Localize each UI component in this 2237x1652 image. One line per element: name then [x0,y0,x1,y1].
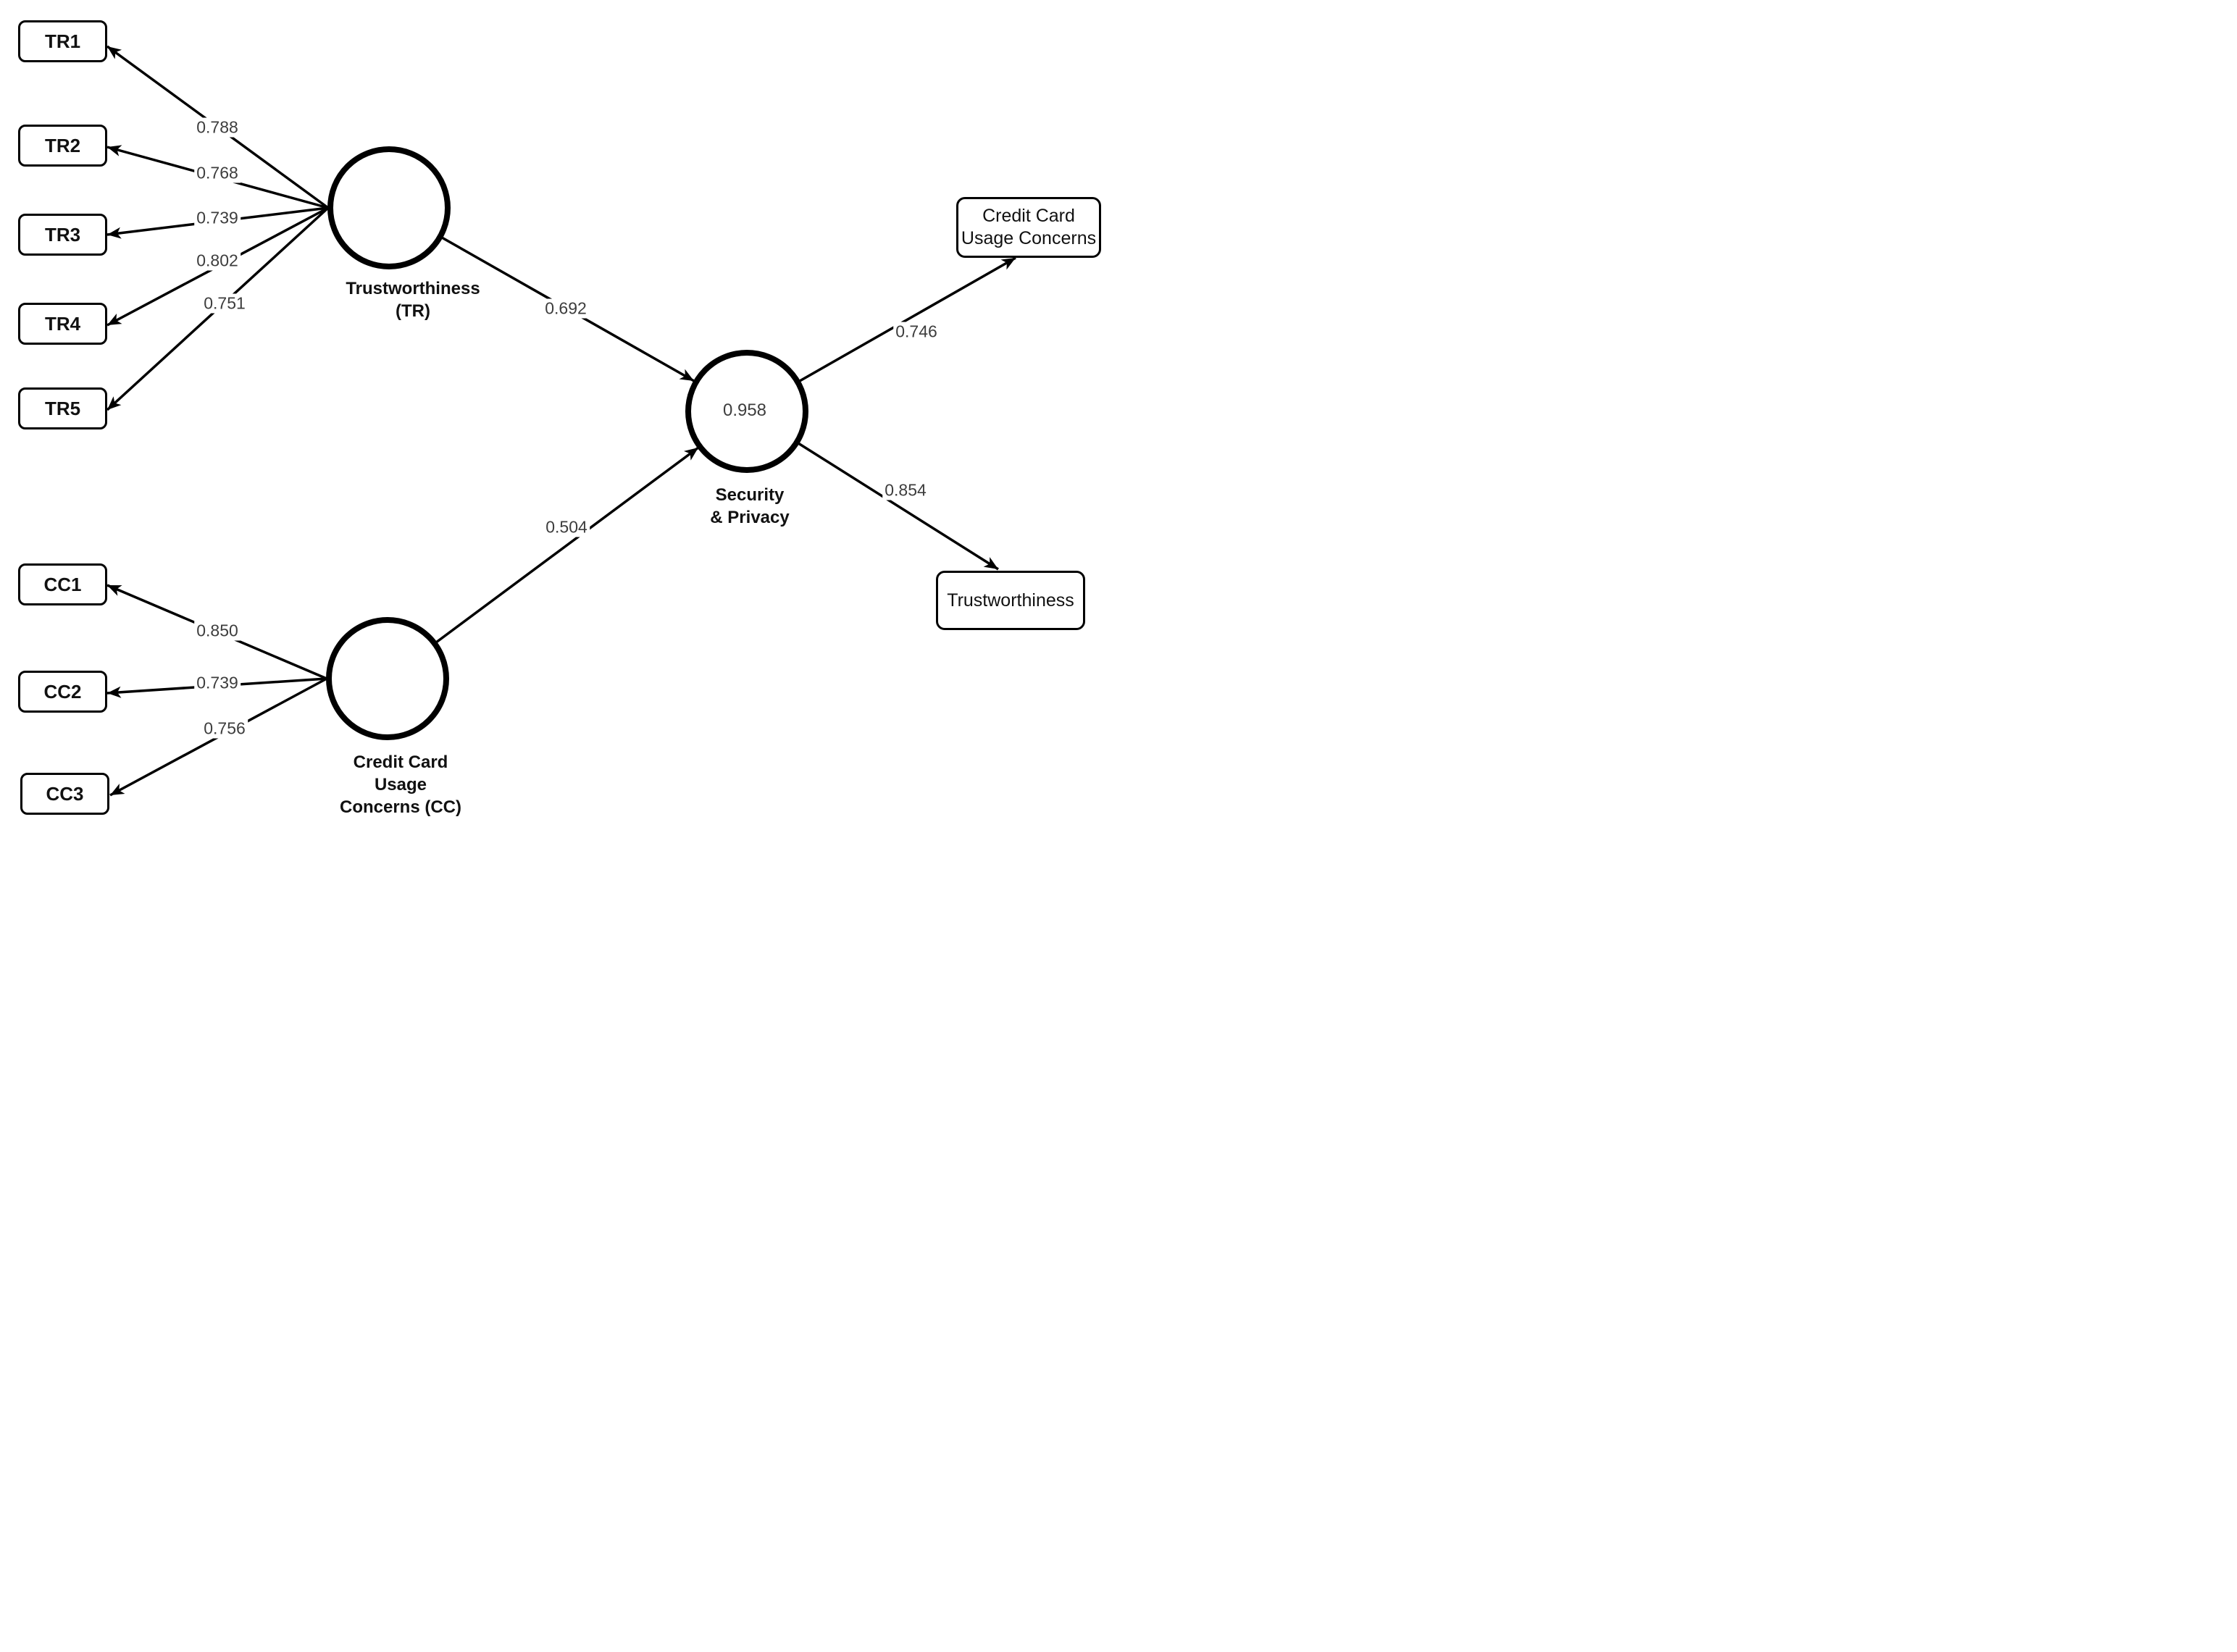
outcome-label-ccout-line2: Usage Concerns [961,228,1097,248]
outcome-box-trustworthiness: Trustworthiness [936,571,1085,630]
loading-label-tr3: 0.739 [194,208,241,228]
latent-label-credit-card-usage-line3: Concerns (CC) [339,797,462,817]
edge-cc-to-sp [435,446,700,644]
latent-label-trustworthiness-line1: Trustworthiness [346,279,480,298]
outcome-label-trout-line1: Trustworthiness [947,590,1074,611]
edge-sp-to-trout [798,442,999,571]
indicator-label-tr4: TR4 [44,312,81,335]
indicator-box-cc1: CC1 [18,563,107,605]
indicator-box-cc2: CC2 [18,671,107,713]
latent-label-credit-card-usage-line1: Credit Card [353,752,448,772]
indicator-box-tr2: TR2 [18,125,107,167]
indicator-label-cc3: CC3 [46,782,84,805]
edges-layer [106,45,1016,797]
latent-circle-credit-card-usage [326,617,449,740]
indicator-label-cc1: CC1 [43,573,82,595]
indicator-label-cc2: CC2 [43,680,82,703]
latent-label-trustworthiness: Trustworthiness (TR) [346,277,480,322]
latent-circle-security-privacy [685,350,808,473]
latent-label-security-privacy: Security & Privacy [710,484,789,529]
loading-label-tr5: 0.751 [201,293,248,314]
sem-path-diagram: TR1 TR2 TR3 TR4 TR5 CC1 CC2 CC3 0.958 Tr… [0,0,1118,826]
latent-label-credit-card-usage-line2: Usage [374,775,427,794]
indicator-label-tr1: TR1 [44,30,81,52]
loading-label-cc3: 0.756 [201,718,248,739]
indicator-box-tr4: TR4 [18,303,107,345]
path-label-cc-to-sp: 0.504 [543,517,590,537]
loading-label-cc2: 0.739 [194,673,241,693]
path-label-sp-to-ccout: 0.746 [893,322,940,342]
latent-label-security-privacy-line1: Security [715,485,785,505]
indicator-label-tr3: TR3 [44,223,81,246]
indicator-box-tr3: TR3 [18,214,107,256]
indicator-label-tr5: TR5 [44,397,81,419]
latent-label-trustworthiness-line2: (TR) [396,301,430,321]
indicator-box-tr5: TR5 [18,387,107,429]
loading-label-tr1: 0.788 [194,117,241,138]
latent-label-security-privacy-line2: & Privacy [710,508,790,527]
loading-label-tr4: 0.802 [194,251,241,271]
indicator-label-tr2: TR2 [44,134,81,156]
outcome-box-credit-card-usage-concerns: Credit Card Usage Concerns [956,197,1101,258]
edge-sp-to-ccout [799,256,1016,382]
latent-label-credit-card-usage: Credit Card Usage Concerns (CC) [340,751,461,818]
indicator-box-cc3: CC3 [20,773,109,815]
r-squared-value: 0.958 [722,401,767,420]
path-label-sp-to-trout: 0.854 [882,480,929,500]
path-label-tr-to-sp: 0.692 [543,298,589,319]
loading-label-tr2: 0.768 [194,163,241,183]
outcome-label-ccout-line1: Credit Card [982,206,1075,226]
latent-circle-trustworthiness [327,146,451,269]
loading-label-cc1: 0.850 [194,621,241,641]
indicator-box-tr1: TR1 [18,20,107,62]
